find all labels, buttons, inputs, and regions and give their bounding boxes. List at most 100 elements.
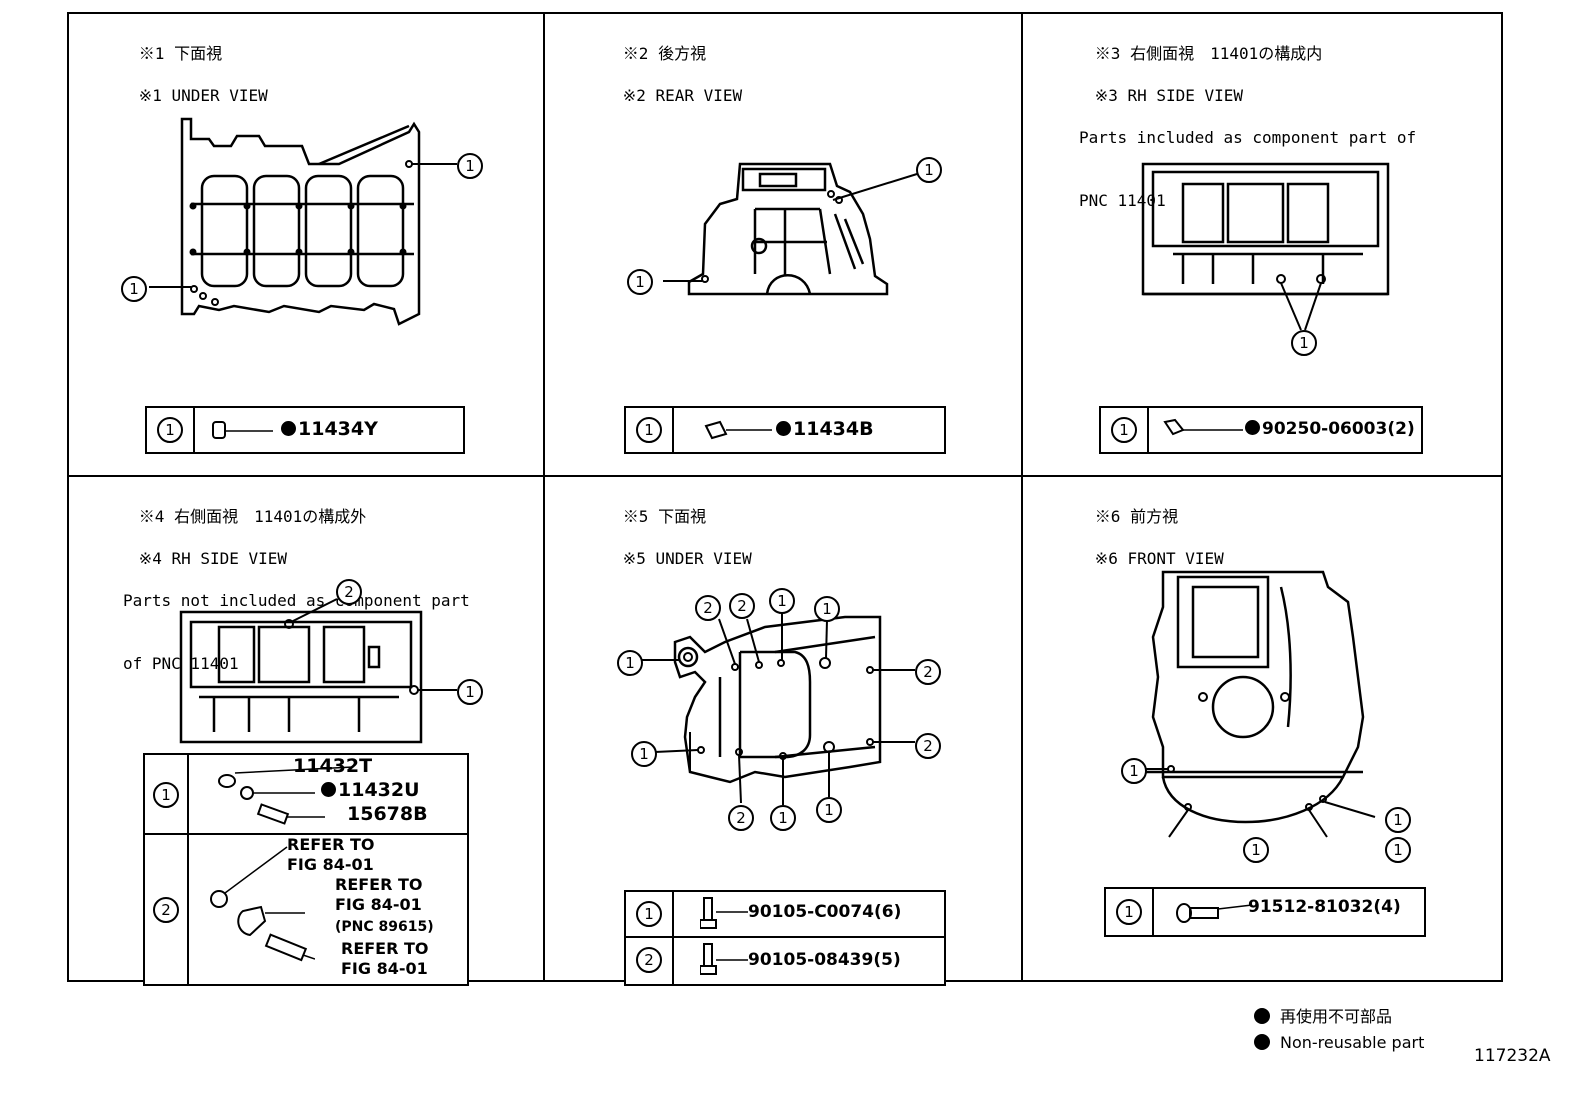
parts-row: 1 90250-06003(2) [1101, 408, 1421, 452]
callout-1: 1 [816, 797, 842, 823]
parts-table: 1 11432T 11432U 15678B 2 [143, 753, 469, 986]
part-number: 11432U [321, 779, 420, 801]
row-number-cell: 1 [145, 755, 189, 833]
callout-1: 1 [121, 276, 147, 302]
header-sub-line: Parts not included as component part [123, 591, 470, 610]
header-en: ※6 FRONT VIEW [1094, 549, 1224, 568]
parts-table: 1 90250-06003(2) [1099, 406, 1423, 454]
part-number: 91512-81032(4) [1248, 897, 1401, 917]
panel-front-view-6: ※6 前方視 ※6 FRONT VIEW 1 1 [1023, 477, 1503, 982]
header-en: ※1 UNDER VIEW [138, 86, 268, 105]
part-number: 11434B [776, 418, 874, 440]
part-number: 90250-06003(2) [1245, 419, 1415, 439]
header-en: ※4 RH SIDE VIEW [138, 549, 288, 568]
row-number-cell: 2 [145, 835, 189, 984]
non-reusable-dot [1245, 420, 1260, 435]
panel-header: ※1 下面視 ※1 UNDER VIEW [81, 22, 268, 127]
parts-table: 1 11434B [624, 406, 946, 454]
header-jp: ※6 前方視 [1094, 507, 1179, 526]
callout-1: 1 [916, 157, 942, 183]
parts-row: 1 11432T 11432U 15678B [145, 755, 467, 835]
callout-2: 2 [915, 659, 941, 685]
refer-to-text: REFER TO [341, 939, 429, 958]
refer-to-text: REFER TO [335, 875, 423, 894]
parts-table: 1 11434Y [145, 406, 465, 454]
non-reusable-dot [776, 421, 791, 436]
refer-to-text: FIG 84-01 [335, 895, 422, 914]
panel-header: ※5 下面視 ※5 UNDER VIEW [565, 485, 752, 590]
grid-divider-v2 [1021, 14, 1023, 980]
part-number: 90105-C0074(6) [748, 902, 902, 922]
row-number-cell: 1 [1106, 889, 1154, 935]
row-number-cell: 1 [626, 892, 674, 936]
sensor-icons [210, 846, 315, 962]
engine-block-under-view-drawing [149, 117, 457, 326]
callout-1: 1 [153, 782, 179, 808]
callout-1: 1 [457, 153, 483, 179]
callout-1: 1 [1111, 417, 1137, 443]
grid-divider-h [69, 475, 1501, 477]
header-jp: ※5 下面視 [622, 507, 707, 526]
grid-divider-v1 [543, 14, 545, 980]
bolt-icon [700, 897, 748, 929]
diagram-grid: ※1 下面視 ※1 UNDER VIEW [67, 12, 1503, 986]
callout-1: 1 [627, 269, 653, 295]
engine-block-front-view-drawing [1133, 570, 1376, 838]
bolt-icon [700, 943, 748, 975]
parts-row: 2 90105-08439(5) [626, 938, 944, 984]
refer-to-text: (PNC 89615) [335, 919, 434, 935]
callout-2: 2 [636, 947, 662, 973]
callout-1: 1 [1116, 899, 1142, 925]
header-jp: ※4 右側面視 11401の構成外 [138, 507, 367, 526]
panel-header: ※4 右側面視 11401の構成外 ※4 RH SIDE VIEW Parts … [81, 485, 470, 716]
callout-1: 1 [1385, 837, 1411, 863]
callout-2: 2 [153, 897, 179, 923]
part-number: 11434Y [281, 418, 378, 440]
parts-row: 1 91512-81032(4) [1106, 889, 1424, 935]
header-en: ※2 REAR VIEW [622, 86, 743, 105]
panel-header: ※3 右側面視 11401の構成内 ※3 RH SIDE VIEW Parts … [1037, 22, 1416, 253]
non-reusable-dot [321, 782, 336, 797]
legend: 再使用不可部品 Non-reusable part [1254, 1004, 1424, 1056]
callout-1: 1 [636, 901, 662, 927]
panel-under-view-1: ※1 下面視 ※1 UNDER VIEW [69, 14, 543, 475]
callout-1: 1 [1385, 807, 1411, 833]
callout-2: 2 [695, 595, 721, 621]
callout-1: 1 [457, 679, 483, 705]
refer-to-text: REFER TO [287, 835, 375, 854]
header-en: ※5 UNDER VIEW [622, 549, 752, 568]
panel-header: ※2 後方視 ※2 REAR VIEW [565, 22, 742, 127]
part-number: 11432T [293, 755, 373, 777]
non-reusable-dot [1254, 1008, 1270, 1024]
parts-row: 1 11434Y [147, 408, 463, 452]
plug-icon [1163, 418, 1243, 436]
part-number: 90105-08439(5) [748, 950, 901, 970]
refer-to-text: FIG 84-01 [341, 959, 428, 978]
callout-2: 2 [728, 805, 754, 831]
row-number-cell: 1 [1101, 408, 1149, 452]
non-reusable-dot [281, 421, 296, 436]
panel-header: ※6 前方視 ※6 FRONT VIEW [1037, 485, 1224, 590]
legend-item-en: Non-reusable part [1254, 1030, 1424, 1056]
parts-row: 1 11434B [626, 408, 944, 452]
engine-block-rh-side-drawing [179, 598, 457, 744]
callout-1: 1 [770, 805, 796, 831]
non-reusable-dot [1254, 1034, 1270, 1050]
bolt-icon [1176, 903, 1253, 923]
plug-icon [704, 420, 772, 440]
row-number-cell: 2 [626, 938, 674, 984]
engine-block-rh-side-drawing [1141, 162, 1390, 331]
callout-1: 1 [1291, 330, 1317, 356]
panel-rear-view-2: ※2 後方視 ※2 REAR VIEW 1 1 [545, 14, 1021, 475]
part-number: 15678B [347, 803, 428, 825]
header-jp: ※3 右側面視 11401の構成内 [1094, 44, 1323, 63]
header-sub-line: Parts included as component part of [1079, 128, 1417, 147]
panel-rh-side-view-3: ※3 右側面視 11401の構成内 ※3 RH SIDE VIEW Parts … [1023, 14, 1503, 475]
bolt-washer-icons [218, 766, 354, 825]
callout-1: 1 [617, 650, 643, 676]
engine-block-rear-view-drawing [663, 162, 918, 296]
header-jp: ※1 下面視 [138, 44, 223, 63]
callout-2: 2 [915, 733, 941, 759]
header-sub-line: of PNC 11401 [123, 654, 239, 673]
header-en: ※3 RH SIDE VIEW [1094, 86, 1244, 105]
